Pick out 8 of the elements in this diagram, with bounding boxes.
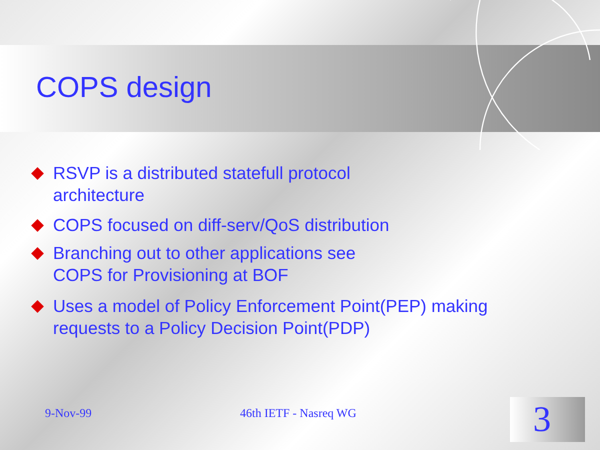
footer-text: 46th IETF - Nasreq WG <box>240 406 356 421</box>
page-number: 3 <box>533 398 551 440</box>
bullet-text: COPS focused on diff-serv/QoS distribution <box>53 214 390 236</box>
bullet-text: Branching out to other applications see COPS for Provisioning at BOF <box>53 242 357 286</box>
bullet-text: Uses a model of Policy Enforcement Point(PEP) making requests to a Policy Decision Point(PDP) <box>53 295 489 339</box>
footer-date: 9-Nov-99 <box>45 406 92 421</box>
slide-title: COPS design <box>36 72 212 105</box>
bullet-text: RSVP is a distributed statefull protocol architecture <box>53 162 352 206</box>
